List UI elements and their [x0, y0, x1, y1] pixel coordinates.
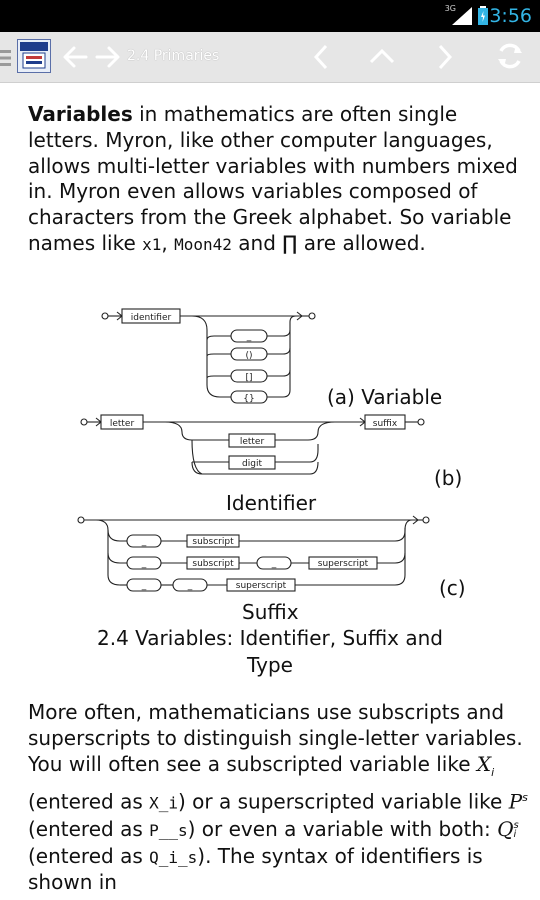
c-r2-sep2: _ — [271, 559, 277, 569]
var-p: P — [508, 790, 523, 815]
subscripts-paragraph: More often, mathematicians use subscript… — [28, 700, 528, 896]
var-q: Q — [497, 816, 514, 841]
intro-sep: , — [161, 230, 175, 255]
intro-paragraph: Variables in mathematics are often singl… — [28, 102, 528, 258]
p2-text3: ) or a superscripted variable like — [178, 790, 509, 815]
figure-caption: 2.4 Variables: Identifier, Suffix and — [97, 626, 443, 650]
c-r3-sep2: _ — [187, 581, 193, 591]
chevron-left-icon[interactable] — [312, 43, 330, 71]
p2-text1: More often, mathematicians use subscript… — [28, 700, 523, 776]
figure-caption-line2: Type — [247, 653, 293, 677]
p2-text5: ) or even a variable with both: — [187, 816, 498, 841]
status-bar: 3G 3:56 — [0, 0, 540, 32]
greek-pi: ∏ — [282, 230, 298, 255]
panel-a-label: (a) Variable — [327, 385, 443, 409]
p2-text7: ). The syntax of identifiers is shown in — [28, 843, 483, 895]
var-x: X — [476, 751, 492, 776]
c-r3-superscript: superscript — [236, 581, 287, 591]
back-arrow-icon[interactable] — [62, 45, 88, 69]
c-r2-subscript: subscript — [192, 559, 234, 569]
chevron-up-icon[interactable] — [368, 47, 396, 65]
clock: 3:56 — [489, 5, 532, 27]
menu-icon[interactable] — [0, 49, 12, 67]
panel-c-label: (c) — [439, 576, 466, 600]
chevron-right-icon[interactable] — [436, 43, 454, 71]
forward-arrow-icon[interactable] — [95, 45, 121, 69]
refresh-icon[interactable] — [495, 41, 525, 71]
var-q-sub: i — [513, 829, 517, 841]
panel-b-title: Identifier — [226, 491, 317, 515]
battery-icon — [478, 6, 488, 25]
opt-underscore: _ — [246, 332, 252, 342]
action-bar: 2.4 Primaries — [0, 32, 540, 83]
opt-parens: () — [245, 351, 252, 361]
p2-text6: (entered as — [28, 843, 150, 868]
code-moon42: Moon42 — [174, 234, 232, 254]
opt-brackets: [] — [245, 373, 252, 383]
code-p-s: P__s — [149, 820, 188, 840]
var-q-sup: s — [513, 820, 519, 832]
intro-text: in mathematics are often single letters.… — [28, 102, 518, 255]
page-title: 2.4 Primaries — [127, 48, 220, 64]
panel-b-label: (b) — [434, 466, 463, 490]
box-identifier: identifier — [131, 313, 172, 323]
code-x1: x1 — [142, 234, 162, 254]
box-suffix: suffix — [373, 419, 398, 429]
c-r1-sep: _ — [141, 537, 147, 547]
code-x-i: X_i — [149, 794, 179, 814]
panel-c-title: Suffix — [242, 600, 299, 624]
var-p-sup: s — [522, 791, 528, 805]
opt-braces: {} — [243, 394, 254, 404]
box-loop-letter: letter — [240, 437, 265, 447]
c-r3-sep1: _ — [141, 581, 147, 591]
intro-end: are allowed. — [297, 230, 426, 255]
term-variables: Variables — [28, 102, 133, 126]
p2-text4: (entered as — [28, 816, 150, 841]
c-r2-sep1: _ — [141, 559, 147, 569]
box-loop-digit: digit — [242, 459, 262, 469]
intro-and: and — [231, 230, 283, 255]
c-r2-superscript: superscript — [318, 559, 369, 569]
app-logo-icon[interactable] — [17, 39, 51, 73]
var-x-sub: i — [491, 765, 495, 779]
network-type: 3G — [444, 4, 456, 13]
p2-text2: (entered as — [28, 790, 150, 815]
signal-icon — [452, 7, 472, 25]
code-q-i-s: Q_i_s — [149, 847, 198, 867]
c-r1-subscript: subscript — [192, 537, 234, 547]
box-letter: letter — [110, 419, 135, 429]
